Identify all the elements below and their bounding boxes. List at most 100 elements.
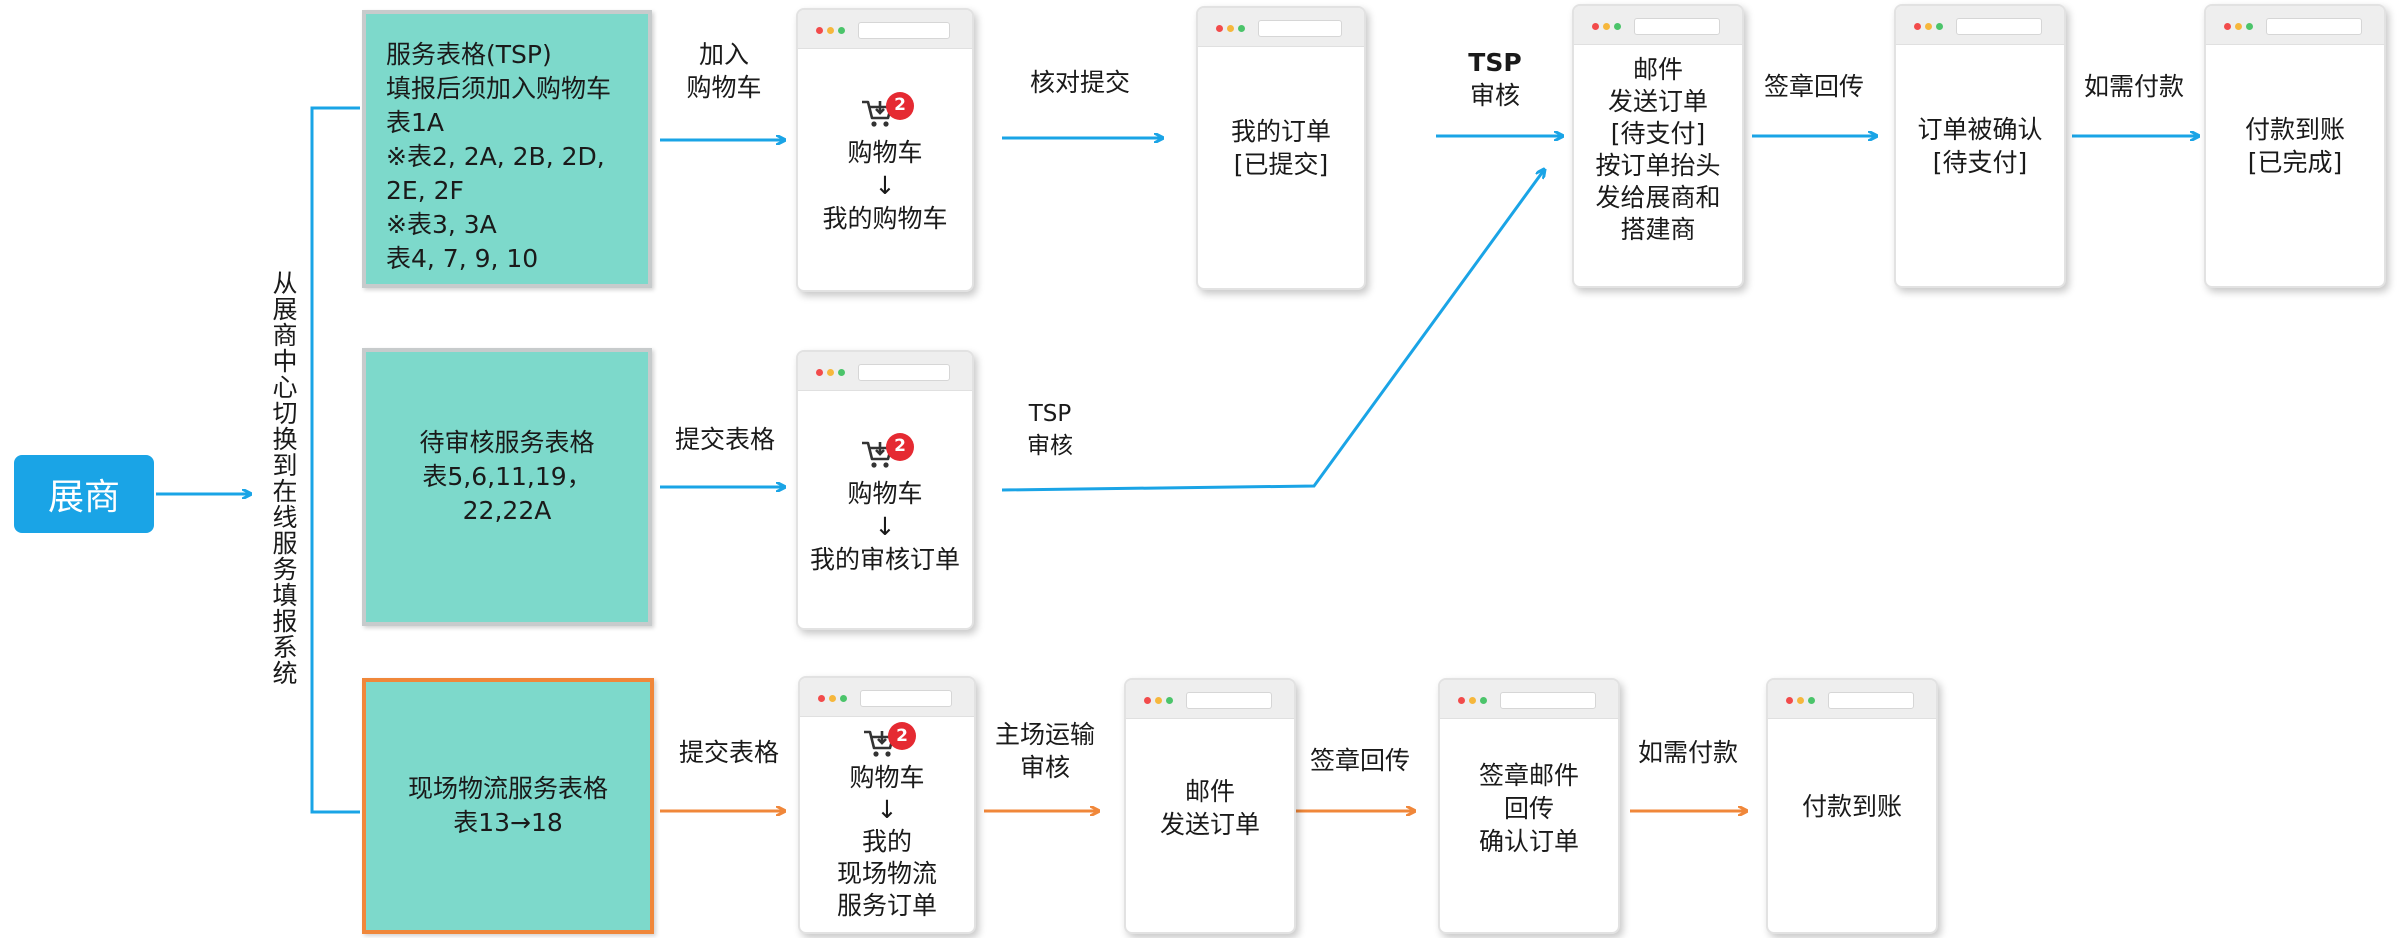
review-form-line: 待审核服务表格 <box>419 428 595 457</box>
tsp-email-window: 邮件 发送订单 [待支付] 按订单抬头 发给展商和 搭建商 <box>1572 4 1744 288</box>
tsp-form-line: 填报后须加入购物车 <box>386 74 612 103</box>
window-line: 发送订单 <box>1159 810 1260 839</box>
window-titlebar <box>1440 680 1618 719</box>
review-label-tsp: TSP 审核 <box>1010 398 1090 462</box>
window-line: 付款到账 <box>2244 115 2345 144</box>
window-line: 发送订单 <box>1607 87 1708 116</box>
exhibitor-label: 展商 <box>47 477 120 518</box>
window-line: 订单被确认 <box>1917 115 2043 144</box>
window-line: [待支付] <box>1610 119 1706 148</box>
window-body: 订单被确认 [待支付] <box>1896 46 2064 286</box>
cart-badge: 2 <box>886 432 914 461</box>
logistics-form-box: 现场物流服务表格 表13→18 <box>362 678 654 934</box>
window-titlebar <box>800 678 974 717</box>
tsp-form-text: 服务表格(TSP) 填报后须加入购物车 表1A ※表2, 2A, 2B, 2D,… <box>386 38 638 276</box>
window-line: 按订单抬头 <box>1595 151 1721 180</box>
tsp-label-sign-return: 签章回传 <box>1754 70 1874 103</box>
cart-line: ↓ <box>876 795 898 824</box>
label-line: 审核 <box>1019 753 1070 782</box>
logistics-label-sign-return: 签章回传 <box>1300 744 1420 777</box>
window-body: 2 购物车 ↓ 我的购物车 <box>798 50 972 290</box>
label-line: 核对提交 <box>1029 68 1130 97</box>
label-line: 审核 <box>1469 81 1520 110</box>
window-body: 付款到账 [已完成] <box>2206 46 2384 286</box>
tsp-form-line: 2E, 2F <box>386 176 464 205</box>
label-line: 签章回传 <box>1763 72 1864 101</box>
cart-line: ↓ <box>874 511 896 541</box>
tsp-form-line: ※表3, 3A <box>386 210 497 239</box>
window-line: 确认订单 <box>1478 826 1579 856</box>
window-titlebar <box>1768 680 1936 719</box>
cart-line: 购物车 <box>849 763 925 792</box>
logistics-label-payment: 如需付款 <box>1628 736 1748 769</box>
window-titlebar <box>798 352 972 391</box>
review-form-line: 表5,6,11,19， <box>422 462 592 491</box>
tsp-confirmed-window: 订单被确认 [待支付] <box>1894 4 2066 288</box>
tsp-form-line: 表1A <box>386 108 445 137</box>
tsp-label-review: TSP 审核 <box>1440 46 1550 112</box>
window-body: 邮件 发送订单 [待支付] 按订单抬头 发给展商和 搭建商 <box>1574 46 1742 286</box>
cart-line: ↓ <box>874 170 896 200</box>
cart-line: 我的购物车 <box>822 203 948 233</box>
logistics-label-submit: 提交表格 <box>664 736 794 769</box>
cart-line: 购物车 <box>847 478 923 508</box>
window-body: 我的订单 [已提交] <box>1198 48 1364 288</box>
label-bold: TSP <box>1468 48 1522 77</box>
label-line: 主场运输 <box>994 720 1095 749</box>
cart-badge: 2 <box>888 722 916 750</box>
cart-icon: 2 <box>860 91 914 136</box>
label-line: TSP <box>1440 46 1550 79</box>
label-line: 加入 <box>698 40 749 69</box>
window-line: 付款到账 <box>1801 791 1902 821</box>
window-line: 回传 <box>1503 793 1554 823</box>
window-body: 2 购物车 ↓ 我的审核订单 <box>798 392 972 628</box>
cart-icon: 2 <box>862 722 916 762</box>
window-line: 签章邮件 <box>1478 760 1579 790</box>
window-body: 邮件 发送订单 <box>1126 720 1294 932</box>
label-line: 提交表格 <box>678 738 779 767</box>
window-line: 我的订单 <box>1230 117 1331 146</box>
window-line: [已提交] <box>1233 150 1329 179</box>
logistics-form-line: 现场物流服务表格 <box>407 774 608 803</box>
tsp-label-check-submit: 核对提交 <box>1010 66 1150 99</box>
window-line: [待支付] <box>1932 148 2028 177</box>
branch-bracket <box>310 106 360 814</box>
cart-badge: 2 <box>886 91 914 120</box>
tsp-submitted-window: 我的订单 [已提交] <box>1196 6 1366 290</box>
cart-line: 我的审核订单 <box>809 544 960 574</box>
window-line: 发给展商和 <box>1595 183 1721 212</box>
cart-line: 我的 <box>861 827 912 856</box>
window-line: 邮件 <box>1632 55 1683 84</box>
logistics-form-line: 表13→18 <box>453 808 563 837</box>
window-titlebar <box>1896 6 2064 45</box>
review-label-submit: 提交表格 <box>660 423 790 456</box>
window-body: 付款到账 <box>1768 720 1936 932</box>
logistics-paid-window: 付款到账 <box>1766 678 1938 934</box>
tsp-label-add-cart: 加入 购物车 <box>668 38 780 104</box>
review-cart-window: 2 购物车 ↓ 我的审核订单 <box>796 350 974 630</box>
tsp-done-window: 付款到账 [已完成] <box>2204 4 2386 288</box>
cart-line: 现场物流 <box>836 859 937 888</box>
review-form-box: 待审核服务表格 表5,6,11,19， 22,22A <box>362 348 652 626</box>
label-line: 签章回传 <box>1309 746 1410 775</box>
window-line: 邮件 <box>1184 777 1235 806</box>
logistics-cart-window: 2 购物车 ↓ 我的 现场物流 服务订单 <box>798 676 976 934</box>
tsp-cart-window: 2 购物车 ↓ 我的购物车 <box>796 8 974 292</box>
tsp-form-line: ※表2, 2A, 2B, 2D, <box>386 142 605 171</box>
review-arrow-tsp <box>1001 170 1544 492</box>
window-titlebar <box>1198 8 1364 47</box>
tsp-label-payment: 如需付款 <box>2074 70 2194 103</box>
window-titlebar <box>1126 680 1294 719</box>
tsp-form-box: 服务表格(TSP) 填报后须加入购物车 表1A ※表2, 2A, 2B, 2D,… <box>362 10 652 288</box>
logistics-signed-window: 签章邮件 回传 确认订单 <box>1438 678 1620 934</box>
window-line: [已完成] <box>2247 148 2343 177</box>
cart-line: 服务订单 <box>836 891 937 920</box>
window-titlebar <box>798 10 972 49</box>
label-line: 审核 <box>1027 433 1073 459</box>
label-line: TSP <box>1028 401 1072 427</box>
window-line: 搭建商 <box>1620 215 1696 244</box>
review-form-line: 22,22A <box>462 496 552 525</box>
logistics-label-review: 主场运输 审核 <box>980 718 1110 784</box>
switch-system-label: 从展商中心切换到在线服务填报系统 <box>269 270 298 686</box>
